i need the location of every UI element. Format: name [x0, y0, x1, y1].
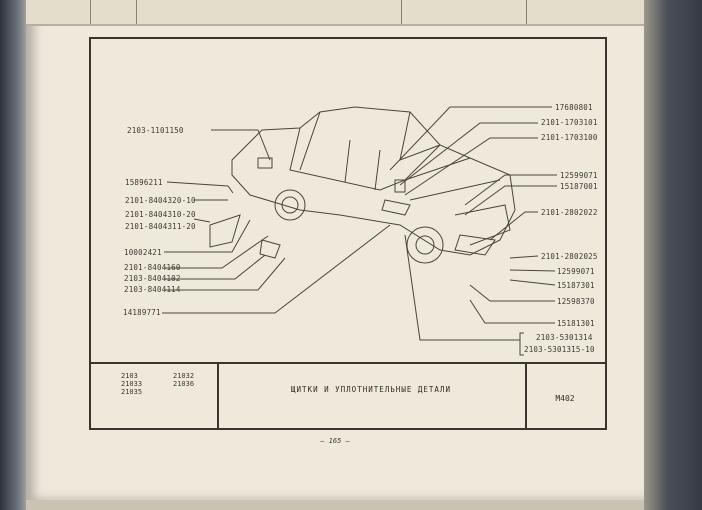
section-code: М402	[555, 394, 575, 403]
part-label: 15896211	[125, 178, 163, 187]
part-label: 15187001	[560, 182, 598, 191]
model-code: 21035	[121, 388, 143, 396]
model-code: 21032	[173, 372, 195, 380]
part-label: 2101-8404310-20	[125, 210, 196, 219]
part-label: 2103-1101150	[127, 126, 184, 135]
part-label: 2101-8404160	[124, 263, 181, 272]
part-label: 2101-2802022	[541, 208, 598, 217]
part-label: 2101-8404311-20	[125, 222, 196, 231]
part-label: 12598370	[557, 297, 595, 306]
part-label: 2101-2802025	[541, 252, 598, 261]
part-label: 15187301	[557, 281, 595, 290]
model-code: 21036	[173, 380, 195, 388]
part-label: 2101-1703101	[541, 118, 598, 127]
part-label: 12599071	[560, 171, 598, 180]
part-label: 2101-8404320-10	[125, 196, 196, 205]
part-label: 10002421	[124, 248, 162, 257]
drawing-frame	[89, 37, 607, 430]
part-label: 2103-5301314	[536, 333, 593, 342]
title-cell: ЩИТКИ И УПЛОТНИТЕЛЬНЫЕ ДЕТАЛИ	[217, 364, 527, 430]
scanner-edge-left	[0, 0, 30, 510]
code-cell: М402	[527, 364, 603, 430]
part-label: 12599071	[557, 267, 595, 276]
section-title: ЩИТКИ И УПЛОТНИТЕЛЬНЫЕ ДЕТАЛИ	[291, 385, 451, 394]
scanner-edge-bottom	[26, 500, 644, 510]
model-code: 2103	[121, 372, 138, 380]
part-label: 17680801	[555, 103, 593, 112]
part-label: 2103-8404102	[124, 274, 181, 283]
previous-page-strip	[26, 0, 644, 26]
catalog-page	[26, 0, 644, 500]
models-cell: 2103 21033 21035 21032 21036	[89, 364, 219, 430]
part-label: 2101-1703100	[541, 133, 598, 142]
part-label: 2103-8404114	[124, 285, 181, 294]
page-number: — 165 —	[320, 437, 350, 445]
part-label: 15181301	[557, 319, 595, 328]
scanner-edge-right	[644, 0, 702, 510]
title-block: 2103 21033 21035 21032 21036 ЩИТКИ И УПЛ…	[89, 362, 605, 430]
model-code: 21033	[121, 380, 143, 388]
part-label: 14189771	[123, 308, 161, 317]
part-label: 2103-5301315-10	[524, 345, 595, 354]
